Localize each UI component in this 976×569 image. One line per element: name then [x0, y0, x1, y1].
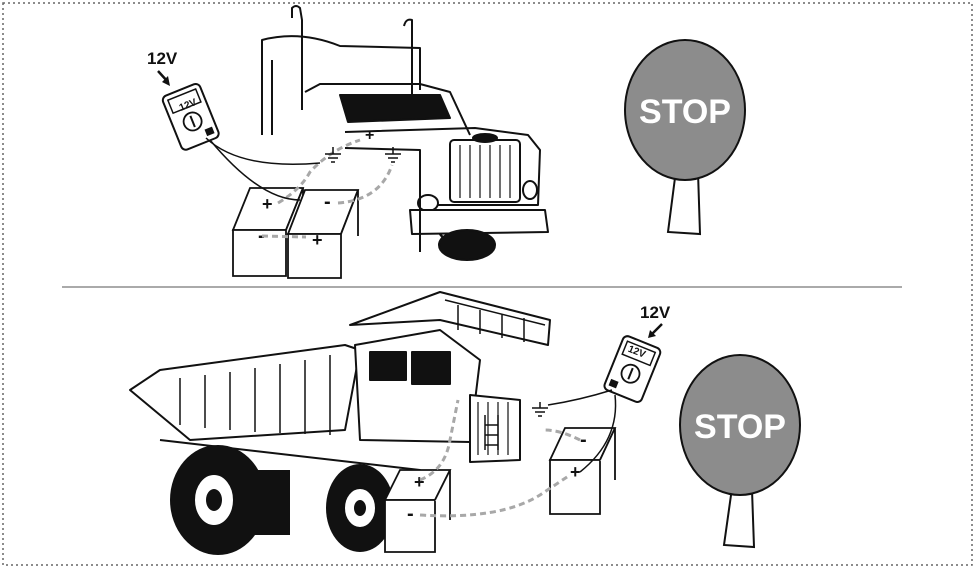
meter-lead: [209, 139, 301, 201]
ground-symbol-icon: [325, 147, 341, 163]
dashed-cables-bottom: [419, 399, 581, 518]
ground-symbol-icon: [532, 402, 548, 417]
meter-lead: [205, 137, 321, 165]
arrow-icon: [157, 70, 170, 86]
arrow-icon: [648, 323, 663, 338]
chassis-positive-terminal: +: [365, 127, 374, 144]
bottom-panel: + - - + 12V: [129, 291, 801, 555]
semi-truck-illustration: [261, 5, 549, 261]
top-panel: + - - + +: [147, 5, 746, 279]
dump-truck-wheels: [170, 445, 394, 555]
multimeter-icon: [161, 82, 220, 151]
multimeter-icon: [603, 335, 662, 403]
battery-bottom-1: [383, 469, 452, 553]
voltage-label: 12V: [147, 49, 178, 68]
stop-sign-bottom: [679, 354, 801, 549]
battery-top-1-plus-terminal: +: [262, 194, 273, 214]
battery-top-2-plus-terminal: +: [312, 230, 323, 250]
dump-truck-illustration: [129, 291, 551, 510]
stop-sign-text: STOP: [639, 93, 731, 131]
ground-symbol-icon: [385, 147, 401, 163]
stop-sign-top: [624, 39, 746, 236]
stop-sign-text: STOP: [694, 408, 786, 446]
meter-lead: [579, 394, 617, 473]
battery-bottom-2-minus-terminal: -: [580, 429, 587, 451]
battery-top-1-minus-terminal: -: [258, 225, 265, 247]
meter-lead: [547, 389, 613, 406]
battery-bottom-1-plus-terminal: +: [414, 472, 425, 492]
voltage-label: 12V: [640, 303, 671, 322]
dashed-cables-top: [261, 138, 394, 239]
battery-bottom-2-plus-terminal: +: [570, 462, 581, 482]
battery-bottom-1-minus-terminal: -: [407, 503, 414, 525]
battery-top-2-minus-terminal: -: [324, 191, 331, 213]
